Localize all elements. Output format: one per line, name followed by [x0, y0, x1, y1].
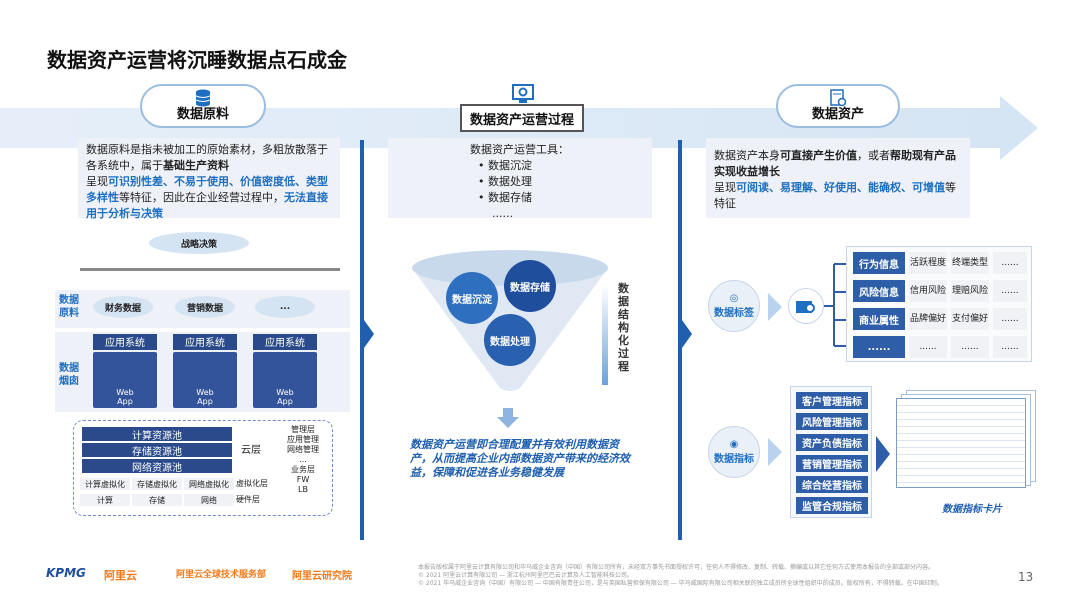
funnel-diagram: 数据沉淀 数据存储 数据处理 [410, 248, 610, 408]
circle-sediment: 数据沉淀 [446, 272, 498, 324]
structuring-arrow [602, 285, 608, 385]
layer-labels: 管理层 应用管理 网络管理 ... 业务层 FW LB [287, 425, 319, 494]
strategic-decision: 战略决策 [149, 232, 249, 254]
page-number: 13 [1018, 570, 1034, 584]
divider-right-chevron [682, 320, 692, 348]
storage-pool: 存储资源池 [82, 443, 232, 458]
cloud-layer-label: 云层 [241, 445, 261, 456]
stage-process: 数据资产运营过程 [460, 84, 584, 132]
data-tags-circle: ◎ 数据标签 [708, 280, 760, 332]
divider-left [360, 140, 364, 540]
network-pool: 网络资源池 [82, 459, 232, 474]
tag-icon: ◎ [729, 293, 739, 304]
funnel-caption: 数据资产运营即合理配置并有效利用数据资产，从而提高企业内部数据资产带来的经济效益… [410, 438, 630, 479]
tags-table: 行为信息 活跃程度 终端类型 ...... 风险信息 信用风险 理赔风险 ...… [846, 246, 1032, 362]
divider-left-chevron [364, 320, 374, 348]
gear-screen-icon [512, 84, 534, 108]
kpmg-logo: KPMG [46, 566, 86, 580]
node-more: ... [255, 296, 315, 318]
down-arrow-icon [497, 408, 519, 428]
target-icon: ◉ [729, 439, 739, 450]
tags-chevron [768, 293, 782, 321]
aliyun-logo: 阿里云 [104, 569, 137, 582]
node-marketing: 营销数据 [175, 296, 235, 318]
row-label-raw: 数据原料 [59, 295, 79, 319]
compute-pool: 计算资源池 [82, 427, 232, 442]
circle-storage: 数据存储 [504, 260, 556, 312]
aliyun-global-logo: 阿里云全球技术服务部 [176, 570, 267, 580]
raw-data-description: 数据原料是指未被加工的原始素材，多粗放散落于各系统中，属于基础生产资料 呈现可识… [78, 138, 340, 220]
copyright-text: 本报告版权属于阿里云计算有限公司和毕马威企业咨询（中国）有限公司所有，未经双方事… [418, 564, 943, 587]
circle-process: 数据处理 [484, 314, 536, 366]
process-description: 数据资产运营工具： • 数据沉淀 • 数据处理 • 数据存储 ...... [388, 138, 652, 220]
decision-line [80, 268, 340, 271]
structuring-label: 数据结构化过程 [618, 282, 629, 373]
stage-raw-data: 数据原料 [140, 84, 266, 128]
infrastructure-box: 计算资源池 存储资源池 网络资源池 云层 计算虚拟化 存储虚拟化 网络虚拟化 虚… [73, 420, 333, 516]
data-indicators-circle: ◉ 数据指标 [708, 426, 760, 478]
aliyun-research-logo: 阿里云研究院 [292, 571, 352, 582]
row-label-silo: 数据烟囱 [59, 363, 79, 387]
indicators-chevron [768, 438, 782, 466]
database-icon [192, 89, 214, 109]
card-arrow [876, 436, 890, 472]
indicator-card-stack [896, 390, 1038, 490]
divider-right [678, 140, 682, 540]
folder-search-icon [788, 288, 824, 324]
process-arrow-head [1000, 96, 1038, 160]
indicator-list: 客户管理指标 风险管理指标 资产负债指标 营销管理指标 综合经营指标 监管合规指… [790, 386, 872, 518]
card-caption: 数据指标卡片 [942, 504, 1002, 515]
asset-description: 数据资产本身可直接产生价值，或者帮助现有产品实现收益增长 呈现可阅读、易理解、好… [706, 138, 970, 218]
node-finance: 财务数据 [93, 296, 153, 318]
document-gear-icon [827, 89, 849, 109]
stage-data-asset: 数据资产 [776, 84, 900, 128]
page-title: 数据资产运营将沉睡数据点石成金 [47, 48, 347, 72]
